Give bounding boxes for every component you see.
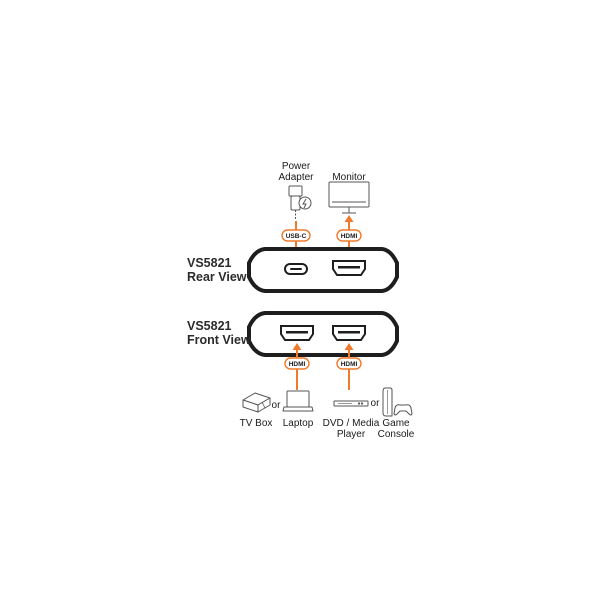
power-adapter-label-1: Power (282, 161, 311, 172)
input1-arrow-icon (292, 343, 302, 350)
monitor-label: Monitor (332, 172, 366, 183)
tv-box-icon (242, 392, 271, 413)
input1-hdmi-badge: HDMI (284, 357, 310, 370)
dvd-player-icon (333, 400, 369, 407)
laptop-icon (282, 390, 314, 412)
front-device-subtitle: Front View (187, 333, 251, 347)
game-console-icon (382, 387, 413, 417)
hdmi-in-port-2 (332, 325, 366, 341)
rear-device (247, 247, 399, 293)
or-label-2: or (371, 398, 381, 409)
usb-c-port-badge: USB-C (281, 229, 311, 242)
laptop-label: Laptop (283, 418, 314, 429)
or-label-1: or (272, 400, 282, 411)
monitor-hdmi-badge: HDMI (336, 229, 362, 242)
game-console-label-1: Game (382, 418, 410, 429)
input2-arrow-icon (344, 343, 354, 350)
monitor-arrow-icon (344, 215, 354, 222)
input2-hdmi-label: HDMI (341, 361, 358, 368)
rear-device-title: VS5821 (187, 256, 232, 270)
rear-device-subtitle: Rear View (187, 270, 247, 284)
usb-c-port (284, 263, 308, 275)
power-adapter-icon (288, 185, 312, 220)
input2-hdmi-badge: HDMI (336, 357, 362, 370)
input1-hdmi-label: HDMI (289, 361, 306, 368)
power-adapter-label-2: Adapter (278, 172, 314, 183)
front-device-title: VS5821 (187, 319, 232, 333)
usb-c-port-label: USB-C (286, 233, 307, 240)
dvd-label-1: DVD / Media (323, 418, 380, 429)
hdmi-out-port (332, 260, 366, 276)
tv-box-label: TV Box (240, 418, 273, 429)
monitor-hdmi-label: HDMI (341, 233, 358, 240)
dvd-label-2: Player (337, 429, 366, 440)
game-console-label-2: Console (378, 429, 415, 440)
monitor-icon (328, 181, 370, 214)
front-device (247, 311, 399, 357)
hdmi-in-port-1 (280, 325, 314, 341)
